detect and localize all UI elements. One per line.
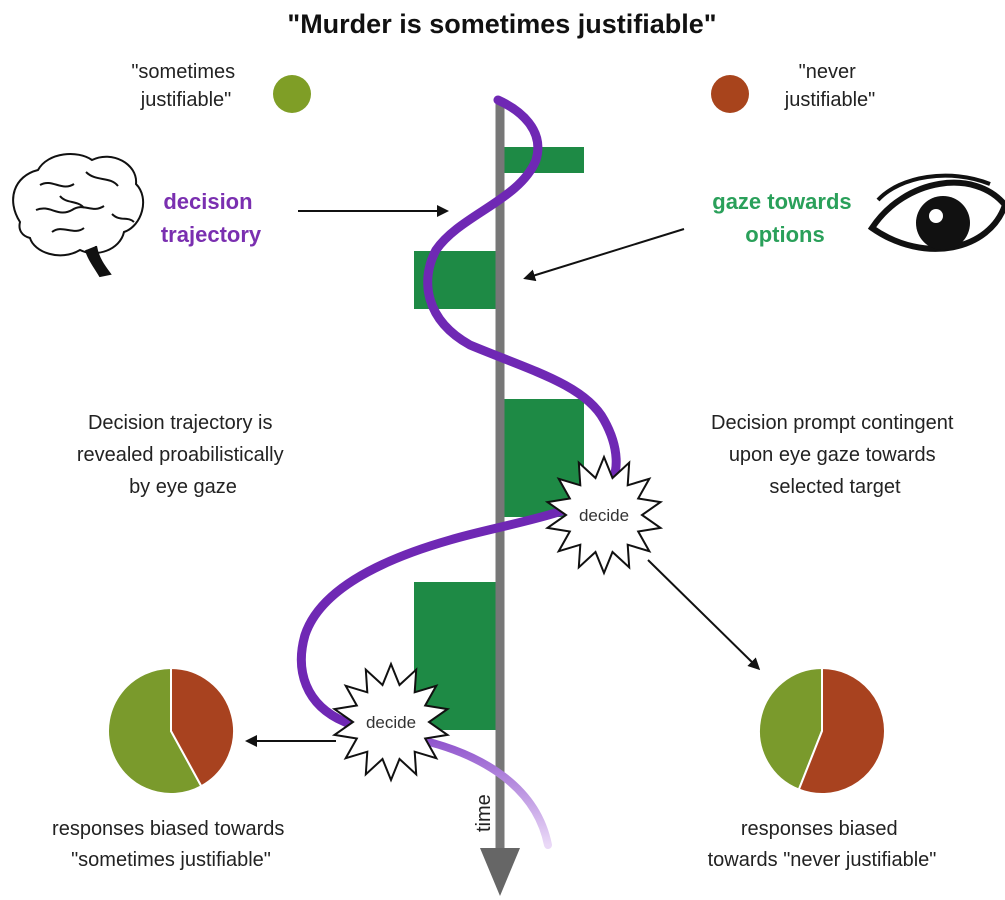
- trajectory-tail: [408, 734, 552, 849]
- option-label-never: "never justifiable": [784, 61, 875, 111]
- option-label-sometimes: "sometimes justifiable": [131, 61, 240, 111]
- left-responses-caption: responses biased towards "sometimes just…: [52, 818, 290, 871]
- decision-trajectory-path: [296, 95, 621, 743]
- brain-icon: [12, 153, 145, 278]
- time-label: time: [473, 794, 495, 832]
- right-note: Decision prompt contingent upon eye gaze…: [711, 412, 959, 498]
- pie-right: [758, 666, 886, 795]
- arrow-to-right-pie: [647, 559, 761, 671]
- diagram-title: "Murder is sometimes justifiable": [287, 9, 716, 39]
- gaze-towards-options-label: gaze towards options: [712, 189, 858, 247]
- decide-burst-icon: decide: [331, 661, 451, 783]
- sometimes-option-marker: [273, 75, 311, 113]
- pie-left: [107, 666, 235, 795]
- decision-trajectory-label: decision trajectory: [161, 189, 262, 247]
- gaze-arrow: [523, 228, 685, 282]
- decide-label-lower: decide: [366, 713, 416, 732]
- time-axis-arrowhead: [480, 848, 520, 896]
- eye-icon: [867, 173, 1005, 252]
- left-note: Decision trajectory is revealed proabili…: [77, 412, 289, 498]
- never-option-marker: [711, 75, 749, 113]
- decide-burst-icon: decide: [544, 454, 664, 576]
- right-responses-caption: responses biased towards "never justifia…: [708, 818, 937, 871]
- decide-label-upper: decide: [579, 506, 629, 525]
